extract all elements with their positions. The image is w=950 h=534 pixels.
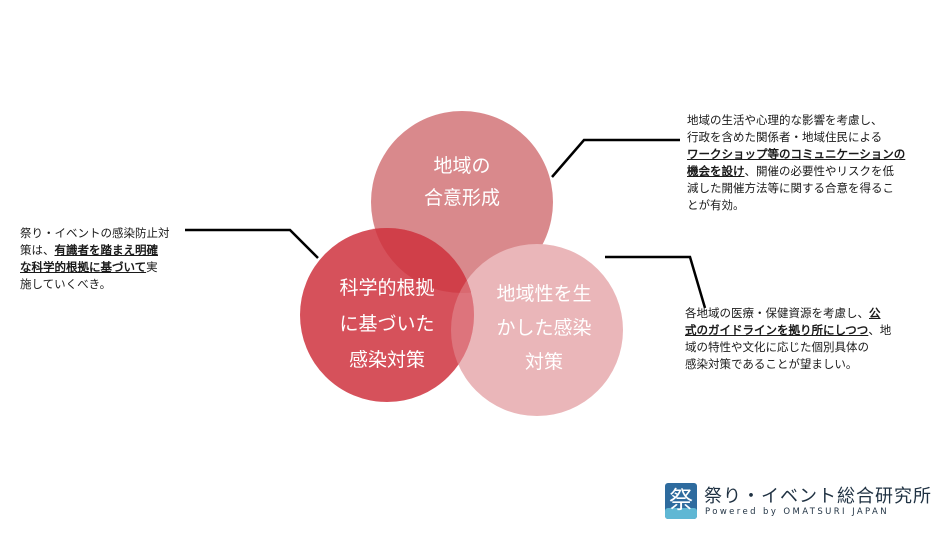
callout-line: 域の特性や文化に応じた個別具体の bbox=[685, 339, 935, 356]
callout-line: 式のガイドラインを拠り所にしつつ、地 bbox=[685, 322, 935, 339]
callout-emphasis: ワークショップ等のコミュニケーションの bbox=[687, 147, 906, 161]
callout-line: とが有効。 bbox=[687, 197, 937, 214]
connector-line-top-right bbox=[551, 138, 680, 178]
callout-text: 祭り・イベントの感染防止対 bbox=[20, 226, 170, 240]
callout-line: 各地域の医療・保健資源を考慮し、公 bbox=[685, 305, 935, 322]
circle-right-label-line: 地域性を生 bbox=[496, 283, 592, 305]
callout-line: 策は、有識者を踏まえ明確 bbox=[20, 242, 200, 259]
connector-line-bottom-right bbox=[605, 255, 707, 309]
callout-text: 策は、 bbox=[20, 243, 55, 257]
callout-text: 減した開催方法等に関する合意を得るこ bbox=[687, 181, 894, 195]
callout-line: 祭り・イベントの感染防止対 bbox=[20, 225, 200, 242]
callout-emphasis: 有識者を踏まえ明確 bbox=[54, 243, 159, 257]
circle-right bbox=[451, 244, 623, 416]
connector-line-left bbox=[185, 228, 319, 259]
callout-line: な科学的根拠に基づいて実 bbox=[20, 259, 200, 276]
callout-text: 域の特性や文化に応じた個別具体の bbox=[685, 340, 869, 354]
callout-emphasis: 公 bbox=[869, 306, 881, 320]
circle-left-label-line: に基づいた bbox=[339, 313, 435, 335]
circle-right-label: 地域性を生 かした感染 対策 bbox=[484, 277, 604, 379]
callout-top-right: 地域の生活や心理的な影響を考慮し、行政を含めた関係者・地域住民によるワークショッ… bbox=[687, 112, 937, 214]
callout-emphasis: な科学的根拠に基づいて bbox=[20, 260, 147, 274]
callout-text: 、開催の必要性やリスクを低 bbox=[744, 164, 895, 178]
circle-left-label: 科学的根拠 に基づいた 感染対策 bbox=[317, 270, 457, 378]
circle-top-label-line: 地域の bbox=[433, 155, 491, 177]
callout-text: 、地 bbox=[868, 323, 892, 337]
circle-right-label-line: かした感染 bbox=[496, 317, 592, 339]
callout-line: 行政を含めた関係者・地域住民による bbox=[687, 129, 937, 146]
callout-line: 施していくべき。 bbox=[20, 276, 200, 293]
callout-line: ワークショップ等のコミュニケーションの bbox=[687, 146, 937, 163]
callout-text: とが有効。 bbox=[687, 198, 745, 212]
callout-bottom-right: 各地域の医療・保健資源を考慮し、公式のガイドラインを拠り所にしつつ、地域の特性や… bbox=[685, 305, 935, 373]
svg-text:祭: 祭 bbox=[669, 486, 693, 514]
callout-text: 各地域の医療・保健資源を考慮し、 bbox=[685, 306, 869, 320]
logo-subtitle: Powered by OMATSURI JAPAN bbox=[705, 507, 889, 517]
circle-right-label-line: 対策 bbox=[524, 351, 563, 373]
callout-line: 感染対策であることが望ましい。 bbox=[685, 356, 935, 373]
callout-emphasis: 式のガイドラインを拠り所にしつつ bbox=[685, 323, 869, 337]
callout-text: 地域の生活や心理的な影響を考慮し、 bbox=[687, 113, 883, 127]
circle-left-label-line: 感染対策 bbox=[348, 349, 425, 371]
festival-mark-icon: 祭 bbox=[665, 483, 697, 519]
callout-text: 感染対策であることが望ましい。 bbox=[685, 357, 858, 371]
callout-line: 機会を設け、開催の必要性やリスクを低 bbox=[687, 163, 937, 180]
callout-text: 実 bbox=[146, 260, 158, 274]
circle-top-label-line: 合意形成 bbox=[423, 187, 500, 209]
circle-left-label-line: 科学的根拠 bbox=[339, 277, 435, 299]
callout-line: 減した開催方法等に関する合意を得るこ bbox=[687, 180, 937, 197]
callout-text: 行政を含めた関係者・地域住民による bbox=[687, 130, 883, 144]
callout-line: 地域の生活や心理的な影響を考慮し、 bbox=[687, 112, 937, 129]
logo-title: 祭り・イベント総合研究所 bbox=[704, 486, 932, 507]
callout-left: 祭り・イベントの感染防止対策は、有識者を踏まえ明確な科学的根拠に基づいて実施して… bbox=[20, 225, 200, 293]
overlap-top-left bbox=[371, 228, 474, 293]
callout-text: 施していくべき。 bbox=[20, 277, 112, 291]
callout-emphasis: 機会を設け bbox=[687, 164, 745, 178]
organization-logo: 祭 祭り・イベント総合研究所 Powered by OMATSURI JAPAN bbox=[664, 482, 934, 522]
circle-top-label: 地域の 合意形成 bbox=[402, 150, 522, 214]
